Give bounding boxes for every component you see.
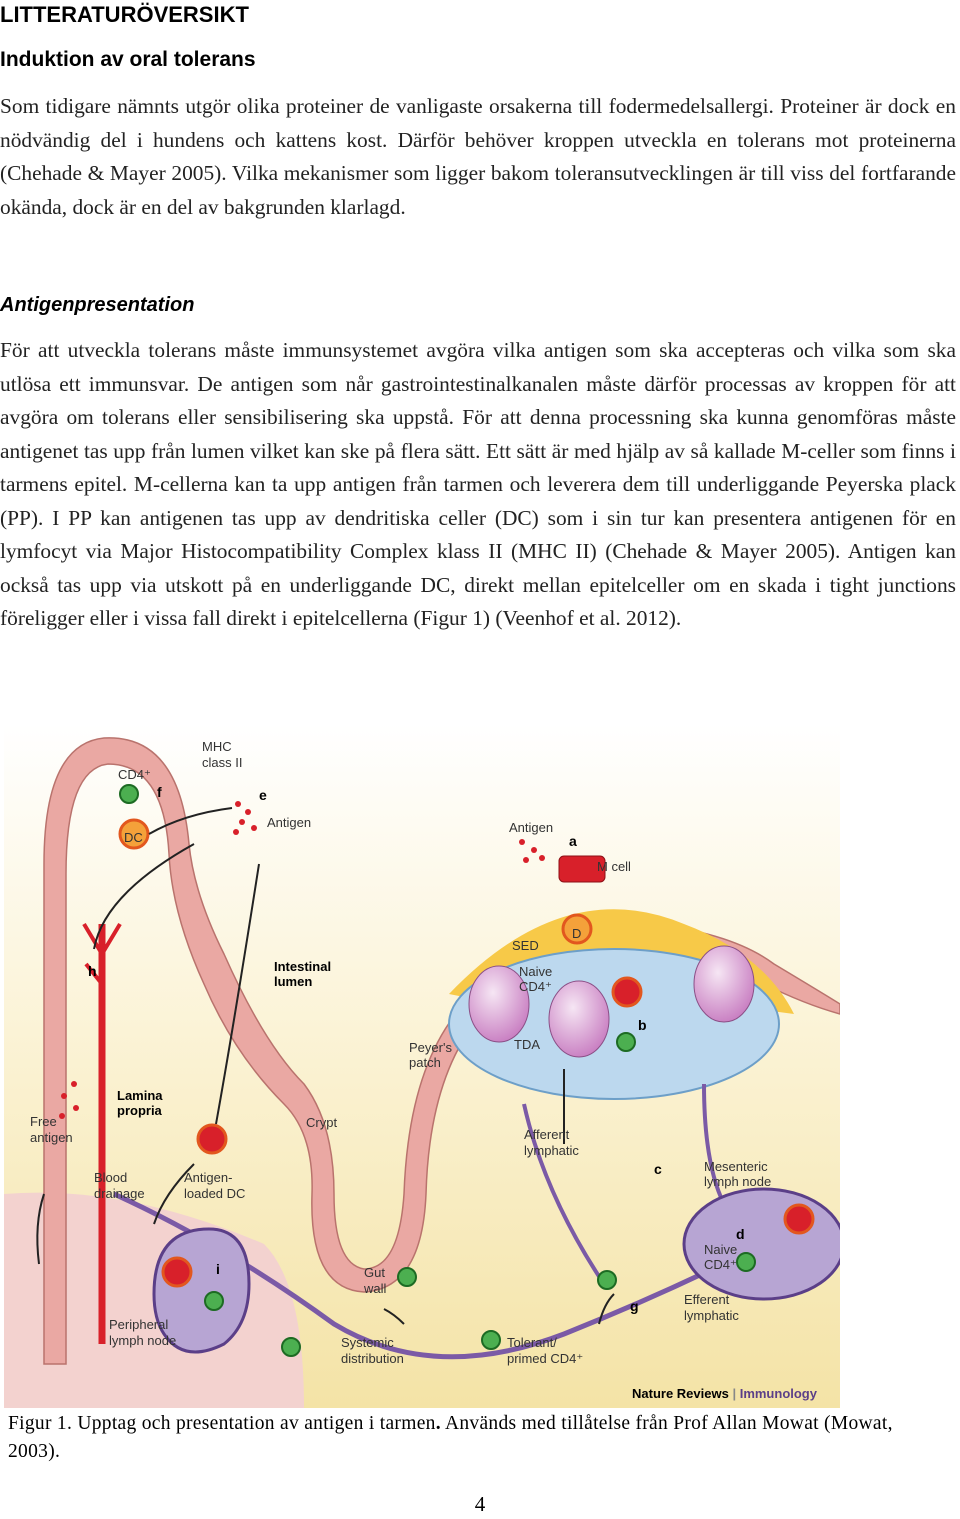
- subsection-heading: Induktion av oral tolerans: [0, 48, 256, 71]
- label-sed: SED: [512, 938, 539, 953]
- label-e: e: [259, 787, 267, 803]
- label-free-antigen: antigen: [30, 1130, 73, 1145]
- label-lumen: lumen: [274, 974, 312, 989]
- label-afferent-lymphatic: lymphatic: [524, 1143, 579, 1158]
- label-systemic: Systemic: [341, 1335, 394, 1350]
- label-h: h: [88, 963, 97, 979]
- label-mesenteric: Mesenteric: [704, 1159, 768, 1174]
- label-loaded-dc: loaded DC: [184, 1186, 245, 1201]
- label-g: g: [630, 1298, 639, 1314]
- credit-field: Immunology: [740, 1386, 818, 1401]
- dendritic-cell: [611, 976, 643, 1008]
- label-afferent: Afferent: [524, 1127, 570, 1142]
- label-intestinal: Intestinal: [274, 959, 331, 974]
- label-peripheral: Peripheral: [109, 1317, 168, 1332]
- label-wall: wall: [363, 1281, 387, 1296]
- t-cell: [397, 1267, 417, 1287]
- figure-credit: Nature Reviews | Immunology: [632, 1386, 818, 1401]
- afferent-lymphatic-vessel: [522, 1103, 606, 1286]
- label-cd4-2: CD4⁺: [704, 1257, 737, 1272]
- label-f: f: [157, 784, 162, 800]
- label-antigen-loaded: Antigen-: [184, 1170, 232, 1185]
- follicle-cell: [548, 980, 610, 1058]
- label-mhc: MHC: [202, 739, 232, 754]
- label-dc: DC: [124, 830, 143, 845]
- label-m-cell: M cell: [597, 859, 631, 874]
- t-cell: [281, 1337, 301, 1357]
- label-c: c: [654, 1161, 662, 1177]
- credit-separator: |: [729, 1386, 740, 1401]
- caption-text-1: Figur 1. Upptag och presentation av anti…: [8, 1413, 436, 1434]
- figure-caption: Figur 1. Upptag och presentation av anti…: [8, 1410, 908, 1466]
- label-distribution: distribution: [341, 1351, 404, 1366]
- m-cell: [558, 855, 606, 883]
- label-naive-2: Naive: [704, 1242, 737, 1257]
- label-naive-1: Naive: [519, 964, 552, 979]
- credit-journal: Nature Reviews: [632, 1386, 729, 1401]
- figure-1: MHC class II CD4⁺ f e Antigen DC Antigen…: [4, 724, 840, 1408]
- label-tolerant: Tolerant/: [507, 1335, 557, 1350]
- label-peyers: Peyer's: [409, 1040, 452, 1055]
- t-cell: [736, 1252, 756, 1272]
- caption-dot: .: [435, 1413, 441, 1434]
- label-antigen-2: Antigen: [509, 820, 553, 835]
- label-crypt: Crypt: [306, 1115, 337, 1130]
- lymphatic-vessel-2: [702, 1083, 726, 1205]
- blood-vessel-branches: [82, 922, 122, 986]
- antigen-loaded-dc: [196, 1123, 228, 1155]
- follicle-cell: [693, 945, 755, 1023]
- label-drainage: drainage: [94, 1186, 145, 1201]
- t-cell: [119, 784, 139, 804]
- label-d-small: D: [572, 926, 581, 941]
- label-cd4-top: CD4⁺: [118, 767, 151, 782]
- label-efferent-lymphatic: lymphatic: [684, 1308, 739, 1323]
- label-primed-cd4: primed CD4⁺: [507, 1351, 583, 1366]
- label-antigen-1: Antigen: [267, 815, 311, 830]
- label-free: Free: [30, 1114, 57, 1129]
- t-cell: [204, 1291, 224, 1311]
- figure-illustration: MHC class II CD4⁺ f e Antigen DC Antigen…: [4, 724, 840, 1408]
- antigenpresentation-heading: Antigenpresentation: [0, 294, 195, 316]
- follicle-cell: [468, 965, 530, 1043]
- dendritic-cell: [118, 818, 150, 850]
- label-cd4-1: CD4⁺: [519, 979, 552, 994]
- label-mhc-class: class II: [202, 755, 242, 770]
- dendritic-cell: [161, 1256, 193, 1288]
- label-efferent: Efferent: [684, 1292, 730, 1307]
- dendritic-cell: [783, 1203, 815, 1235]
- caption-text-2: Används med tillåtelse från Prof Allan M…: [8, 1413, 893, 1462]
- label-tda: TDA: [514, 1037, 540, 1052]
- page-number: 4: [474, 1492, 486, 1516]
- t-cell: [597, 1270, 617, 1290]
- dendritic-cell: [561, 913, 593, 945]
- paragraph-antigen: För att utveckla tolerans måste immunsys…: [0, 338, 956, 630]
- label-lamina: Lamina: [117, 1088, 163, 1103]
- paragraph-intro: Som tidigare nämnts utgör olika proteine…: [0, 94, 956, 219]
- label-propria: propria: [117, 1103, 163, 1118]
- process-arrows: [36, 807, 615, 1325]
- label-patch: patch: [409, 1055, 441, 1070]
- label-lymph-node-2: lymph node: [109, 1333, 176, 1348]
- label-blood: Blood: [94, 1170, 127, 1185]
- t-cell: [616, 1032, 636, 1052]
- label-a: a: [569, 833, 577, 849]
- label-i: i: [216, 1261, 220, 1277]
- intestinal-epithelium: [43, 737, 840, 1365]
- label-d: d: [736, 1226, 745, 1242]
- label-lymph-node-1: lymph node: [704, 1174, 771, 1189]
- label-gut: Gut: [364, 1265, 385, 1280]
- antigen-particles: [59, 801, 545, 1119]
- section-heading: LITTERATURÖVERSIKT: [0, 2, 249, 27]
- t-cell: [481, 1330, 501, 1350]
- label-b: b: [638, 1017, 647, 1033]
